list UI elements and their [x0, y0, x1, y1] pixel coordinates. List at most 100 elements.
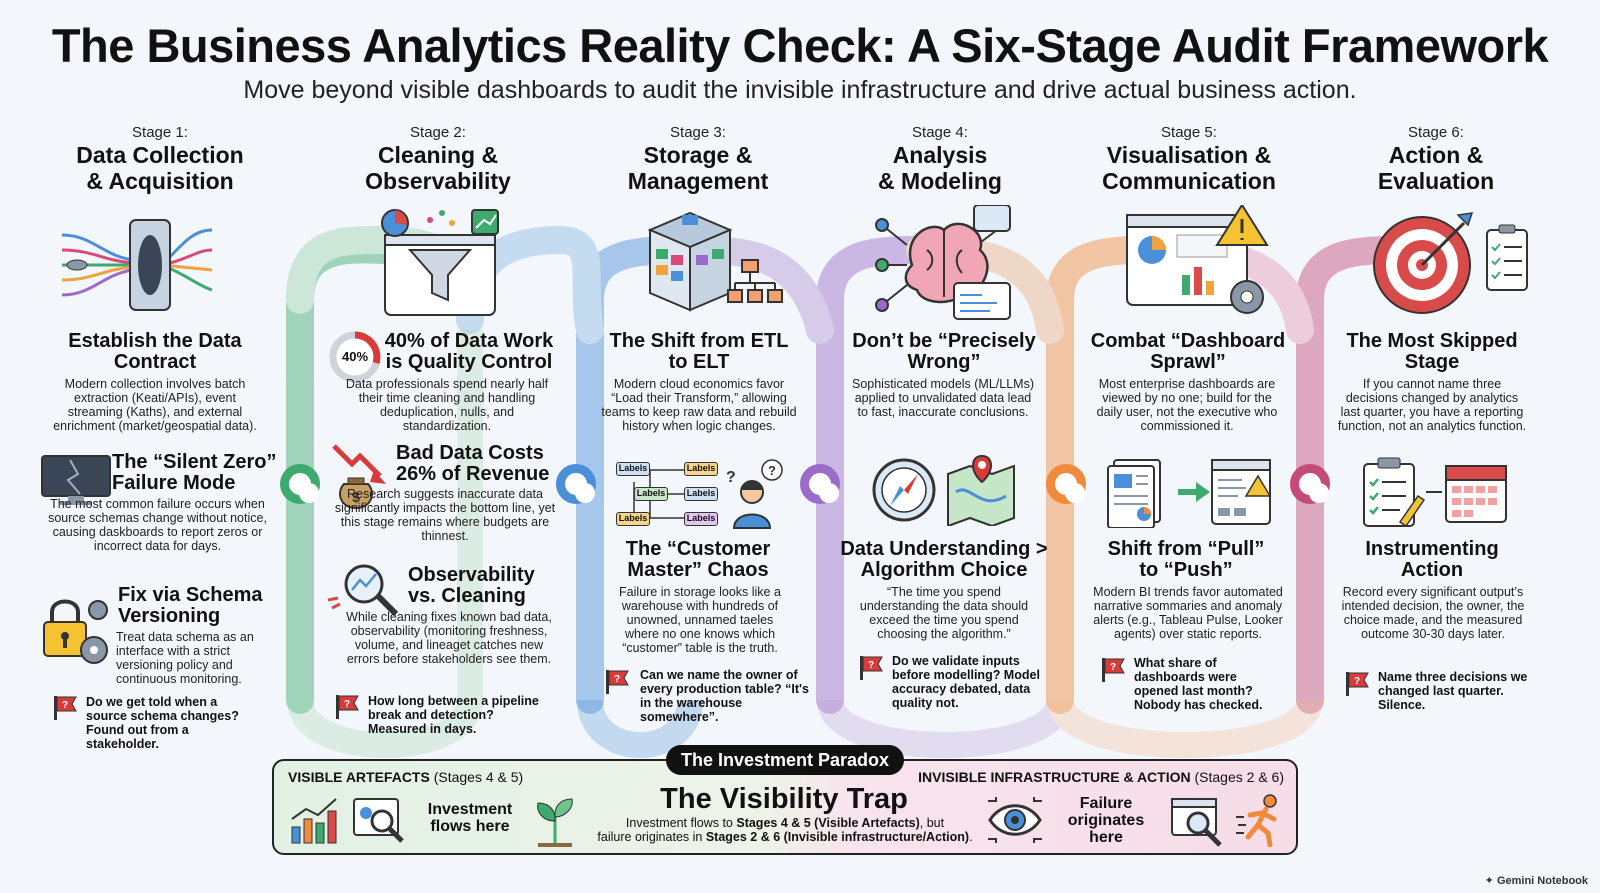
stage-4-text-2: “The time you spend understanding the da…: [859, 585, 1029, 641]
stage-4-question: Do we validate inputs before modelling? …: [892, 654, 1040, 710]
cleaning-funnel-icon: [381, 209, 499, 316]
running-person-icon: [1236, 794, 1277, 847]
stage-1-heading-3: Fix via Schema Versioning: [118, 584, 263, 627]
stage-3-question: Can we name the owner of every productio…: [640, 668, 809, 724]
sprout-icon: [537, 798, 573, 847]
line-2-part-b: Stages 2 & 6 (Invisible infrastructure/A…: [705, 830, 970, 844]
percent-ring-label: 40%: [341, 349, 369, 364]
stage-name-line2: Observability: [365, 168, 511, 194]
stage-1-header: Stage 1: Data Collection & Acquisition: [40, 124, 280, 193]
red-flag-icon: ?: [336, 695, 359, 719]
line-1-part-b: Stages 4 & 5 (Visible Artefacts): [736, 816, 920, 830]
stage-4-text-1: Sophisticated models (ML/LLMs) applied t…: [851, 377, 1035, 419]
stage-name-line1: Cleaning &: [377, 142, 499, 168]
stage-name-line2: & Acquisition: [86, 168, 234, 194]
brain-network-icon: [875, 205, 1011, 320]
red-flag-icon: ?: [1102, 658, 1125, 682]
dashboard-magnifier-icon: [353, 798, 404, 843]
sparkle-icon: ✦: [1484, 875, 1494, 887]
stage-5-text-2: Modern BI trends favor automated narrati…: [1093, 585, 1283, 641]
stage-2-text-2: Research suggests inaccurate data signif…: [334, 487, 556, 543]
stage-5-heading-1: Combat “Dashboard Sprawl”: [1090, 330, 1286, 373]
stage-2-heading-2: Bad Data Costs 26% of Revenue: [396, 442, 550, 485]
svg-text:?: ?: [62, 700, 68, 711]
label-tag: Labels: [616, 462, 650, 476]
stage-3-header: Stage 3: Storage & Management: [578, 124, 818, 193]
falling-money-bag-icon: $: [332, 444, 386, 510]
stage-3-text-1: Modern cloud economics favor “Load their…: [601, 377, 797, 433]
stage-name-line1: Analysis: [892, 142, 988, 168]
stage-name-line1: Visualisation &: [1106, 142, 1272, 168]
line-1-part-c: , but: [919, 816, 945, 830]
eye-icon: [988, 797, 1042, 843]
target-checklist-icon: [1373, 212, 1528, 314]
visibility-trap-text: Investment flows to Stages 4 & 5 (Visibl…: [580, 816, 990, 844]
svg-text:?: ?: [344, 699, 350, 710]
svg-text:?: ?: [1354, 676, 1360, 687]
stage-3-heading-2: The “Customer Master” Chaos: [625, 538, 771, 581]
stage-number: Stage 3:: [670, 124, 726, 141]
stage-2-heading-1: 40% of Data Work is Quality Control: [384, 330, 554, 373]
red-flag-icon: ?: [606, 670, 629, 694]
confused-person-icon: ? ?: [726, 459, 783, 529]
stage-6-text-2: Record every significant output’s intend…: [1341, 585, 1525, 641]
stage-number: Stage 6:: [1408, 124, 1464, 141]
stage-1-heading-2: The “Silent Zero” Failure Mode: [112, 451, 277, 494]
report-magnifier-icon: [1171, 798, 1222, 847]
stage-2-heading-3: Observability vs. Cleaning: [408, 564, 535, 607]
failure-originates-note: Failure originates here: [1067, 795, 1145, 846]
percent-ring-icon: [329, 331, 381, 383]
tangled-labels-diagram: Labels Labels Labels Labels Labels Label…: [614, 458, 794, 530]
stage-4-header: Stage 4: Analysis & Modeling: [820, 124, 1060, 193]
stage-5-heading-2: Shift from “Pull” to “Push”: [1107, 538, 1265, 581]
gemini-notebook-credit: ✦ Gemini Notebook: [1485, 874, 1588, 887]
stage-2-question: How long between a pipeline break and de…: [368, 694, 539, 736]
svg-text:?: ?: [768, 463, 776, 478]
red-flag-icon: ?: [54, 696, 77, 720]
invisible-infrastructure-stages: (Stages 2 & 6): [1194, 769, 1285, 785]
magnifier-graph-icon: [327, 564, 399, 616]
stage-5-question: What share of dashboards were opened las…: [1134, 656, 1263, 712]
label-tag: Labels: [684, 512, 718, 526]
compass-map-icon: [872, 454, 1015, 526]
stage-name-line1: Data Collection: [76, 142, 244, 168]
pull-to-push-report-icon: [1107, 459, 1272, 528]
stage-5-text-1: Most enterprise dashboards are viewed by…: [1096, 377, 1278, 433]
stage-1-text-3: Treat data schema as an interface with a…: [116, 630, 254, 686]
red-flag-icon: ?: [860, 656, 883, 680]
stage-3-text-2: Failure in storage looks like a warehous…: [619, 585, 781, 655]
stage-6-heading-1: The Most Skipped Stage: [1346, 330, 1518, 373]
data-cube-icon: [647, 211, 783, 312]
label-tag: Labels: [634, 487, 668, 501]
stage-5-header: Stage 5: Visualisation & Communication: [1069, 124, 1309, 193]
line-2-part-c: .: [969, 830, 973, 844]
stage-6-heading-2: Instrumenting Action: [1365, 538, 1499, 581]
visible-artefacts-stages: (Stages 4 & 5): [433, 769, 524, 785]
bar-chart-growth-icon: [291, 798, 337, 844]
tangled-connector-lines: [633, 469, 684, 519]
svg-text:?: ?: [868, 660, 874, 671]
stage-1-text-1: Modern collection involves batch extract…: [53, 377, 257, 433]
investment-flows-note: Investment flows here: [427, 801, 513, 835]
stage-1-heading-1: Establish the Data Contract: [68, 330, 242, 373]
stage-number: Stage 4:: [912, 124, 968, 141]
stage-3-heading-1: The Shift from ETL to ELT: [609, 330, 789, 373]
stage-6-node: [1290, 464, 1330, 504]
line-2-part-a: failure originates in: [597, 830, 706, 844]
label-tag: Labels: [616, 512, 650, 526]
stage-1-question: Do we get told when a source schema chan…: [86, 695, 239, 751]
stage-2-text-3: While cleaning fixes known bad data, obs…: [346, 610, 552, 666]
stage-2-text-1: Data professionals spend nearly half the…: [345, 377, 549, 433]
svg-text:?: ?: [1110, 662, 1116, 673]
stage-name-line2: Evaluation: [1377, 168, 1495, 194]
stage-1-text-2: The most common failure occurs when sour…: [48, 497, 267, 553]
stage-4-heading-2: Data Understanding > Algorithm Choice: [840, 538, 1048, 581]
stage-6-text-1: If you cannot name three decisions chang…: [1337, 377, 1527, 433]
stage-name-line2: & Modeling: [878, 168, 1002, 194]
visibility-trap-line-1: Investment flows to Stages 4 & 5 (Visibl…: [580, 816, 990, 830]
stage-4-node: [800, 464, 840, 504]
stage-name-line2: Management: [627, 168, 769, 194]
invisible-infrastructure-header: INVISIBLE INFRASTRUCTURE & ACTION (Stage…: [918, 769, 1284, 785]
investment-paradox-badge: The Investment Paradox: [666, 745, 904, 775]
footer-text: Gemini Notebook: [1496, 875, 1588, 887]
